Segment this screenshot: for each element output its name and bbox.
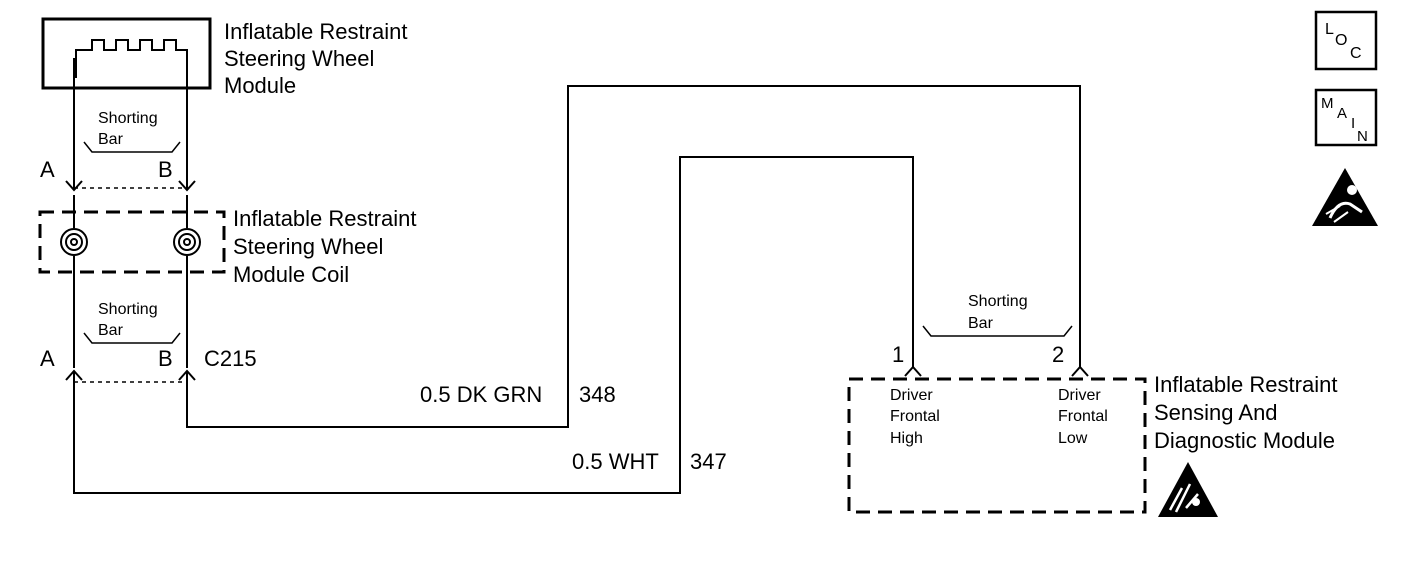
sdm-pin-2-desc-2: Frontal — [1058, 408, 1108, 425]
wire-348-circuit: 348 — [579, 382, 616, 407]
steering-wheel-module-label-3: Module — [224, 73, 296, 98]
loc-icon[interactable]: L O C — [1314, 10, 1378, 71]
loc-letter-o: O — [1335, 32, 1347, 49]
sdm-pin-1-label: 1 — [892, 342, 904, 367]
coil-spiral-right-icon — [173, 228, 201, 256]
module-connector-symbol — [75, 39, 188, 78]
loc-letter-l: L — [1325, 21, 1334, 38]
sdm-shorting-bar-label-2: Bar — [968, 315, 994, 332]
upper-shorting-bar: Shorting Bar — [83, 110, 181, 153]
main-letter-a: A — [1337, 105, 1347, 122]
module-coil: Inflatable Restraint Steering Wheel Modu… — [38, 195, 416, 368]
module-coil-label-2: Steering Wheel — [233, 234, 383, 259]
c215-pin-a-label: A — [40, 346, 55, 371]
lower-shorting-bar: Shorting Bar — [83, 301, 181, 344]
lower-shorting-bar-label-2: Bar — [98, 322, 124, 339]
upper-pin-b-label: B — [158, 157, 173, 182]
upper-pin-a-label: A — [40, 157, 55, 182]
main-letter-m: M — [1321, 95, 1334, 112]
upper-shorting-bar-line — [83, 141, 181, 153]
main-letter-i: I — [1351, 115, 1355, 132]
c215-pin-b-label: B — [158, 346, 173, 371]
module-coil-dashed-box — [38, 210, 226, 274]
main-icon[interactable]: M A I N — [1314, 88, 1378, 147]
module-coil-label-1: Inflatable Restraint — [233, 206, 416, 231]
sdm-label-2: Sensing And — [1154, 400, 1278, 425]
sdm-pin-2-desc-3: Low — [1058, 430, 1088, 447]
wire-347-gauge-color: 0.5 WHT — [572, 449, 659, 474]
airbag-warning-icon — [1312, 168, 1378, 226]
steering-wheel-module-label-1: Inflatable Restraint — [224, 19, 407, 44]
upper-shorting-bar-label-1: Shorting — [98, 110, 158, 127]
sdm-pin-1-arrow — [904, 365, 922, 377]
upper-connector: A B — [40, 157, 196, 192]
sdm-pin-2-arrow — [1071, 365, 1089, 377]
sdm-dashed-box — [847, 377, 1147, 514]
sdm-label-3: Diagnostic Module — [1154, 428, 1335, 453]
wire-347-circuit: 347 — [690, 449, 727, 474]
sdm-pin-1-desc-3: High — [890, 430, 923, 447]
sdm-pin-2-desc-1: Driver — [1058, 387, 1101, 404]
lower-shorting-bar-label-1: Shorting — [98, 301, 158, 318]
main-letter-n: N — [1357, 128, 1368, 145]
sdm-shorting-bar-line — [922, 325, 1073, 337]
wire-348-gauge-color: 0.5 DK GRN — [420, 382, 542, 407]
c215-connector: A B C215 — [40, 346, 257, 383]
wire-347 — [73, 156, 914, 494]
sdm-label-1: Inflatable Restraint — [1154, 372, 1337, 397]
steering-wheel-module-label-2: Steering Wheel — [224, 46, 374, 71]
sdm-pin-1-desc-1: Driver — [890, 387, 933, 404]
sdm-pin-1-desc-2: Frontal — [890, 408, 940, 425]
lower-shorting-bar-line — [83, 332, 181, 344]
c215-connector-label: C215 — [204, 346, 257, 371]
steering-wheel-module-box — [41, 17, 212, 90]
upper-pin-b-arrow — [178, 180, 196, 192]
c215-pin-b-arrow — [178, 369, 196, 381]
sdm-pin-2-label: 2 — [1052, 342, 1064, 367]
sdm-shorting-bar-label-1: Shorting — [968, 293, 1028, 310]
esd-warning-icon — [1158, 462, 1218, 517]
steering-wheel-module: Inflatable Restraint Steering Wheel Modu… — [41, 17, 407, 98]
module-coil-label-3: Module Coil — [233, 262, 349, 287]
wire-348 — [186, 85, 1081, 428]
upper-shorting-bar-label-2: Bar — [98, 131, 124, 148]
c215-pin-a-arrow — [65, 369, 83, 381]
upper-pin-a-arrow — [65, 180, 83, 192]
loc-letter-c: C — [1350, 45, 1362, 62]
coil-spiral-left-icon — [60, 228, 88, 256]
sdm-module: Shorting Bar 1 2 Driver Frontal High Dri… — [847, 293, 1337, 517]
